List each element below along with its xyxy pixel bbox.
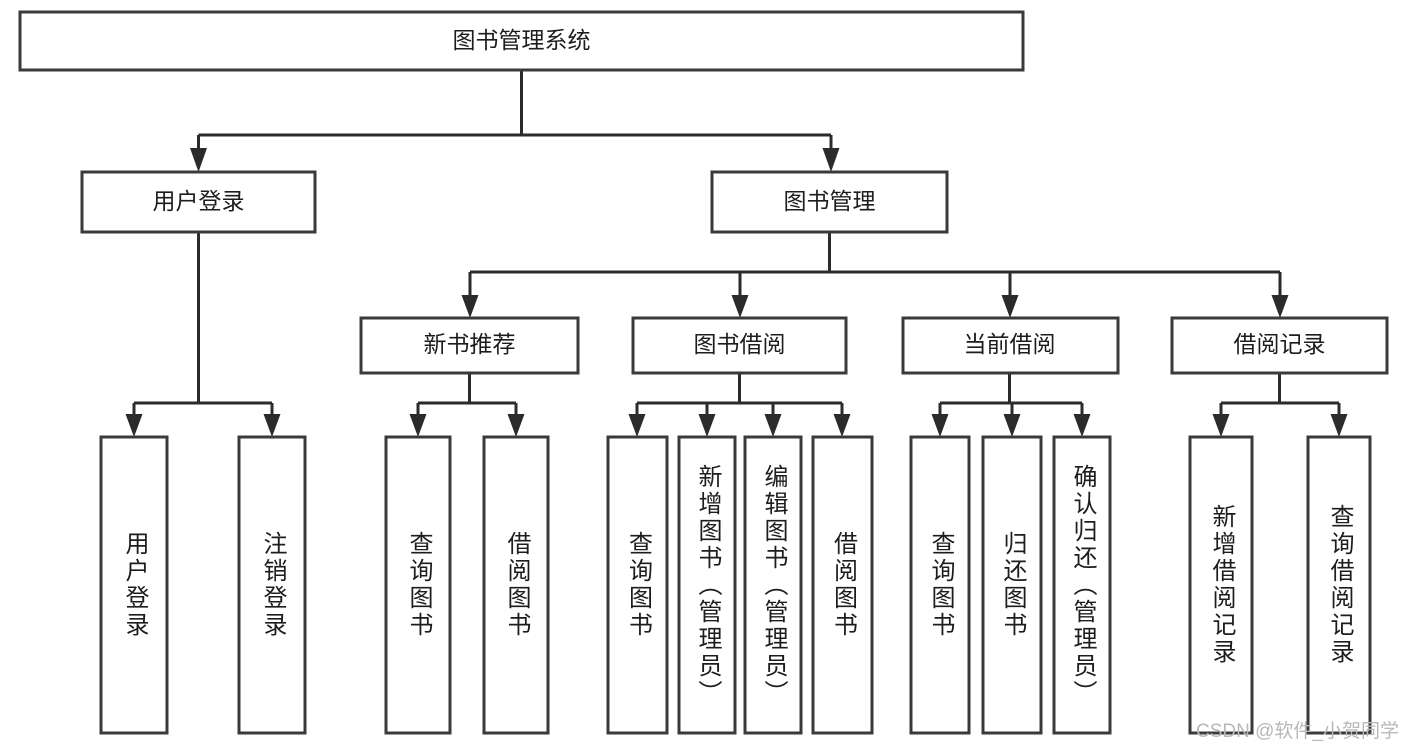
node-book-management[interactable]: 图书管理 [710, 170, 949, 234]
node-current-borrow-label: 当前借阅 [964, 331, 1056, 357]
arrow-head-leaf-user-login [125, 414, 143, 437]
arrow-head-new-book-recommend [461, 295, 479, 318]
node-current-borrow[interactable]: 当前借阅 [901, 316, 1120, 375]
connectors-newbook-to-leaves [409, 373, 525, 437]
leaf-borrow-book-1-box[interactable] [482, 435, 550, 735]
leaf-query-book-1[interactable] [384, 435, 452, 735]
arrow-head-leaf-borrow-book-1 [507, 414, 525, 437]
node-borrow-record-box[interactable] [1170, 316, 1389, 375]
leaf-logout-box[interactable] [237, 435, 307, 735]
node-book-borrow[interactable]: 图书借阅 [631, 316, 848, 375]
leaf-borrow-book-1[interactable] [482, 435, 550, 735]
arrow-head-leaf-add-book [698, 414, 716, 437]
arrow-head-leaf-return-book [1003, 414, 1021, 437]
connectors-bookmgmt-to-level3 [461, 232, 1289, 318]
node-new-book-recommend[interactable]: 新书推荐 [359, 316, 580, 375]
node-user-login-label: 用户登录 [153, 188, 245, 214]
node-borrow-record-label: 借阅记录 [1234, 331, 1326, 357]
leaf-confirm-return[interactable] [1052, 435, 1112, 735]
node-book-management-box[interactable] [710, 170, 949, 234]
arrow-head-user-login [190, 148, 207, 172]
leaf-query-book-2-box[interactable] [606, 435, 669, 735]
node-user-login[interactable]: 用户登录 [80, 170, 317, 234]
leaf-query-record[interactable] [1306, 435, 1372, 735]
connector-root-branch [197, 70, 833, 150]
arrow-head-current-borrow [1001, 295, 1019, 318]
connectors-bookborrow-to-leaves [628, 373, 851, 437]
arrow-head-leaf-confirm-return [1073, 414, 1091, 437]
leaf-add-record-box[interactable] [1188, 435, 1254, 735]
leaf-query-book-3-box[interactable] [909, 435, 971, 735]
leaf-edit-book[interactable] [743, 435, 803, 735]
node-book-borrow-box[interactable] [631, 316, 848, 375]
leaf-user-login[interactable] [99, 435, 169, 735]
node-book-management-label: 图书管理 [784, 188, 876, 214]
node-user-login-box[interactable] [80, 170, 317, 234]
arrow-head-leaf-edit-book [764, 414, 782, 437]
leaf-query-record-box[interactable] [1306, 435, 1372, 735]
leaf-query-book-1-box[interactable] [384, 435, 452, 735]
arrow-head-leaf-query-book-1 [409, 414, 427, 437]
connector-borrowrecord-branch [1219, 373, 1341, 418]
leaf-query-book-2[interactable] [606, 435, 669, 735]
leaf-edit-book-box[interactable] [743, 435, 803, 735]
node-root-box[interactable] [18, 10, 1025, 72]
connector-bookborrow-branch [635, 373, 844, 418]
node-root-label: 图书管理系统 [453, 27, 591, 53]
arrow-head-book-management [822, 148, 840, 172]
arrow-head-leaf-query-book-3 [931, 414, 949, 437]
node-borrow-record[interactable]: 借阅记录 [1170, 316, 1389, 375]
leaf-confirm-return-box[interactable] [1052, 435, 1112, 735]
arrow-head-leaf-add-record [1212, 414, 1230, 437]
arrow-head-book-borrow [731, 295, 749, 318]
connector-currentborrow-branch [938, 373, 1084, 418]
leaf-borrow-book-2-box[interactable] [811, 435, 874, 735]
connectors-currentborrow-to-leaves [931, 373, 1091, 437]
leaf-return-book-box[interactable] [981, 435, 1043, 735]
connectors-borrowrecord-to-leaves [1212, 373, 1348, 437]
leaf-return-book[interactable] [981, 435, 1043, 735]
leaf-add-book-box[interactable] [677, 435, 737, 735]
node-new-book-recommend-box[interactable] [359, 316, 580, 375]
connector-newbook-branch [416, 373, 518, 418]
connectors-root-to-level2 [190, 70, 840, 172]
leaf-user-login-box[interactable] [99, 435, 169, 735]
node-new-book-recommend-label: 新书推荐 [424, 331, 516, 357]
connector-userlogin-branch [132, 232, 274, 418]
leaf-logout[interactable] [237, 435, 307, 735]
connectors-userlogin-to-leaves [125, 232, 281, 437]
leaf-query-book-3[interactable] [909, 435, 971, 735]
node-current-borrow-box[interactable] [901, 316, 1120, 375]
connector-bookmgmt-branch [468, 232, 1282, 298]
node-book-borrow-label: 图书借阅 [694, 331, 786, 357]
arrow-head-borrow-record [1271, 295, 1289, 318]
arrow-head-leaf-borrow-book-2 [833, 414, 851, 437]
leaf-borrow-book-2[interactable] [811, 435, 874, 735]
arrow-head-leaf-logout [263, 414, 281, 437]
arrow-head-leaf-query-record [1330, 414, 1348, 437]
node-root[interactable]: 图书管理系统 [18, 10, 1025, 72]
leaf-add-record[interactable] [1188, 435, 1254, 735]
arrow-head-leaf-query-book-2 [628, 414, 646, 437]
leaf-add-book[interactable] [677, 435, 737, 735]
